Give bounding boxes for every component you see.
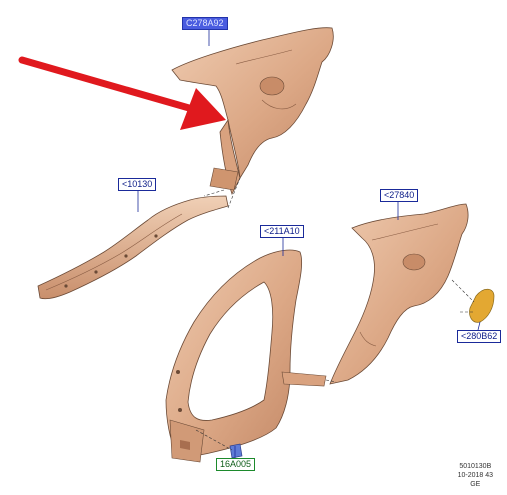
- red-pointer-arrow: [18, 56, 226, 130]
- drawing-region: GE: [470, 481, 481, 488]
- callout-sill-outer[interactable]: <10130: [118, 178, 157, 191]
- drawing-date: 10-2018 43: [457, 472, 493, 479]
- callout-body-side-front[interactable]: <211A10: [260, 225, 304, 238]
- rear-quarter-upper-part: [171, 27, 334, 196]
- fuel-door-cover-part: [469, 288, 495, 323]
- rear-quarter-panel-part: [329, 203, 469, 385]
- callout-bracket[interactable]: 16A005: [216, 458, 256, 471]
- drawing-reference-stamp: 5010130B 10-2018 43 GE: [458, 462, 493, 489]
- callout-fuel-door-cover[interactable]: <280B62: [457, 330, 502, 343]
- sill-outer-part: [37, 195, 229, 300]
- body-side-front-part: [165, 249, 327, 463]
- callout-rear-quarter-upper[interactable]: C278A92: [182, 17, 228, 30]
- leader-lines: [137, 28, 481, 458]
- bracket-part: [229, 443, 243, 459]
- drawing-number: 5010130B: [459, 463, 492, 470]
- assembly-lines: [195, 177, 475, 451]
- callout-rear-quarter-panel[interactable]: <27840: [380, 189, 419, 202]
